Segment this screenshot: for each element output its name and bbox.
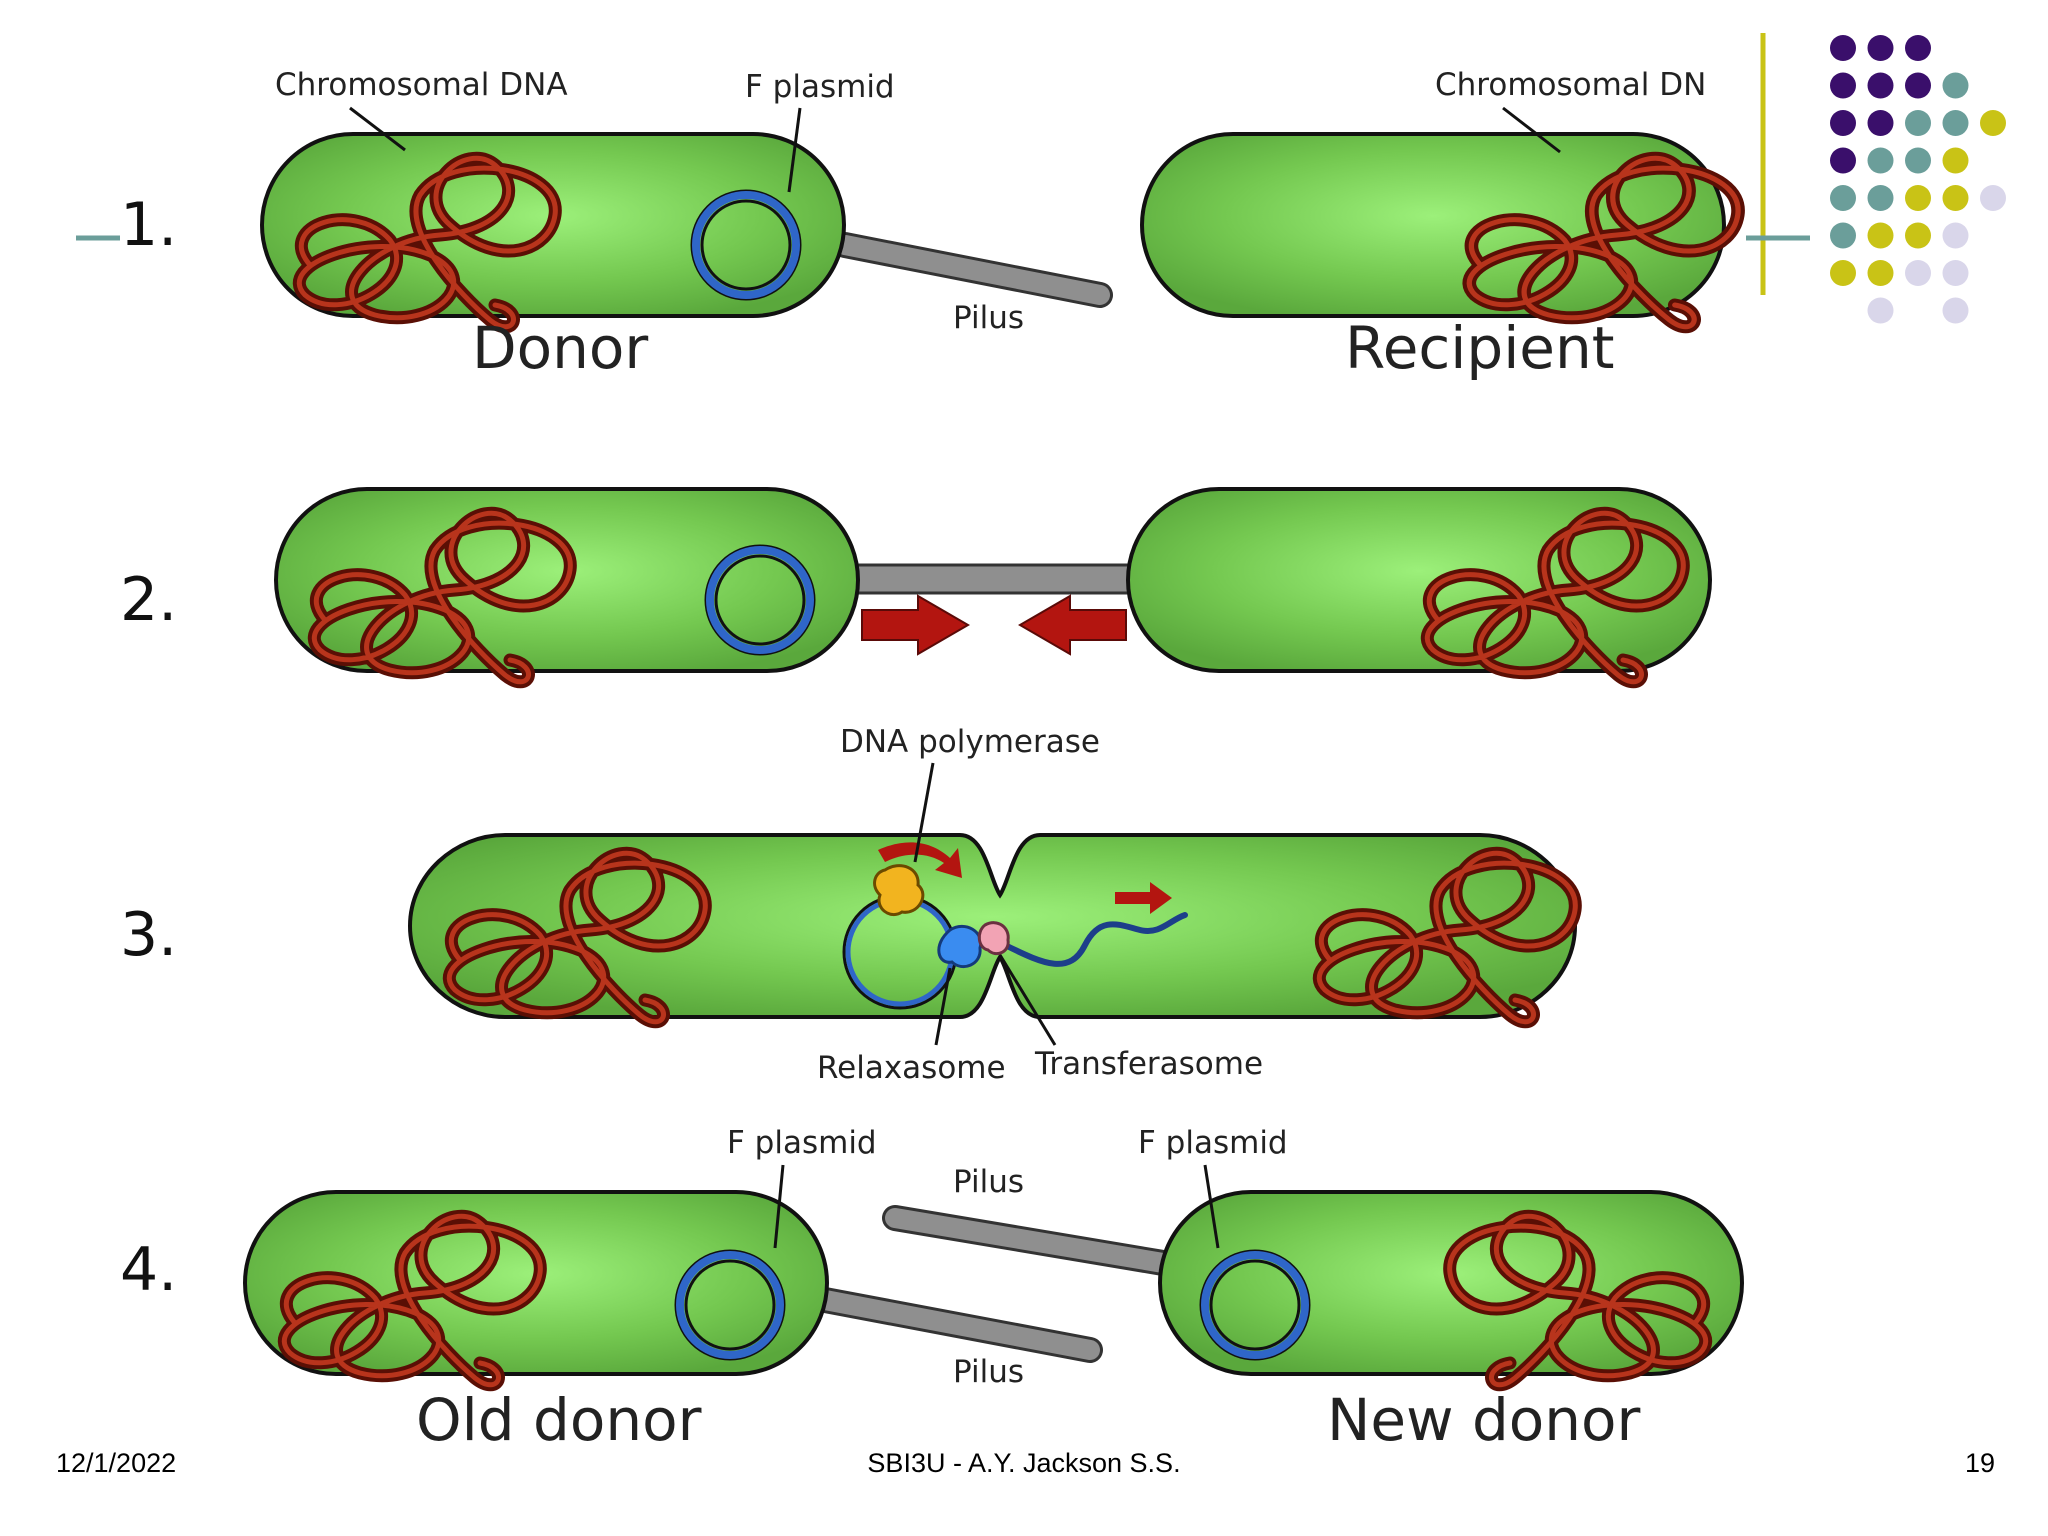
decorative-dot — [1867, 35, 1894, 61]
transferred-strand — [1002, 912, 1188, 967]
decorative-dot — [1942, 110, 1969, 136]
decorative-dot — [1905, 222, 1931, 249]
step-2 — [274, 487, 1712, 682]
label-donor: Donor — [472, 314, 648, 382]
decorative-dot — [1867, 110, 1894, 136]
decorative-dot — [1942, 185, 1969, 211]
decorative-dot — [1830, 110, 1856, 136]
label-chromosomal-dna: Chromosomal DNA — [275, 67, 568, 103]
decorative-dot — [1867, 185, 1894, 211]
decorative-dot — [1830, 72, 1856, 99]
label-relaxasome: Relaxasome — [817, 1050, 1006, 1086]
step-number-1: 1. — [120, 190, 177, 260]
step-1: Chromosomal DNA F plasmid Chromosomal DN… — [260, 67, 1738, 382]
recipient-cell — [1140, 132, 1726, 318]
arrow-right — [861, 594, 970, 656]
step-4: F plasmid F plasmid Pilus Pilus Old dono… — [243, 1125, 1744, 1454]
decorative-dot — [1905, 35, 1931, 61]
decorative-dot — [1905, 147, 1931, 174]
label-recipient: Recipient — [1345, 314, 1615, 382]
decorative-dot — [1867, 297, 1894, 324]
transfer-direction-arrow — [1115, 882, 1172, 914]
label-pilus-bottom: Pilus — [953, 1354, 1024, 1390]
decorative-dot — [1942, 72, 1969, 99]
slide-number: 19 — [1965, 1448, 1995, 1478]
label-f-plasmid: F plasmid — [745, 69, 895, 105]
decorative-dot — [1905, 185, 1931, 211]
decorative-dot — [1942, 222, 1969, 249]
label-new-donor: New donor — [1327, 1386, 1640, 1454]
step-number-4: 4. — [120, 1235, 177, 1305]
pilus-bridge — [843, 563, 1147, 595]
decorative-dot — [1830, 147, 1856, 174]
decorative-dot — [1830, 185, 1856, 211]
label-transferasome: Transferasome — [1034, 1046, 1263, 1082]
decorative-dot — [1980, 185, 2006, 211]
rotation-arrow — [878, 842, 962, 878]
footer-date: 12/1/2022 — [56, 1448, 176, 1478]
arrow-left — [1018, 594, 1127, 656]
decorative-dot — [1867, 147, 1894, 174]
dna-polymerase-blob — [873, 864, 925, 917]
label-chromosomal-dna-recipient: Chromosomal DN — [1435, 67, 1706, 103]
decorative-dot — [1830, 35, 1856, 61]
label-f-plasmid-new: F plasmid — [1138, 1125, 1288, 1161]
decorative-dot — [1830, 222, 1856, 249]
decorative-dot — [1942, 297, 1969, 324]
label-old-donor: Old donor — [416, 1386, 702, 1454]
decorative-dot — [1905, 110, 1931, 136]
label-f-plasmid-old: F plasmid — [727, 1125, 877, 1161]
decorative-dot — [1942, 260, 1969, 286]
decorative-dot — [1905, 260, 1931, 286]
step-number-2: 2. — [120, 565, 177, 635]
decorative-dot — [1830, 260, 1856, 286]
decorative-dot — [1867, 260, 1894, 286]
transferasome-blob — [977, 921, 1010, 956]
footer-center: SBI3U - A.Y. Jackson S.S. — [867, 1448, 1180, 1478]
relaxasome-blob — [937, 924, 983, 968]
step-number-3: 3. — [120, 900, 177, 970]
decorative-dot — [1867, 222, 1894, 249]
step-3: DNA polymerase Relaxasome Transferasome — [407, 724, 1575, 1086]
decorative-dot — [1942, 147, 1969, 174]
label-pilus: Pilus — [953, 300, 1024, 336]
label-dna-polymerase: DNA polymerase — [840, 724, 1100, 760]
decorative-dot-grid — [1830, 35, 2006, 324]
decorative-dot — [1905, 72, 1931, 99]
label-pilus-top: Pilus — [953, 1164, 1024, 1200]
decorative-dot — [1980, 110, 2006, 136]
decorative-dot — [1867, 72, 1894, 99]
